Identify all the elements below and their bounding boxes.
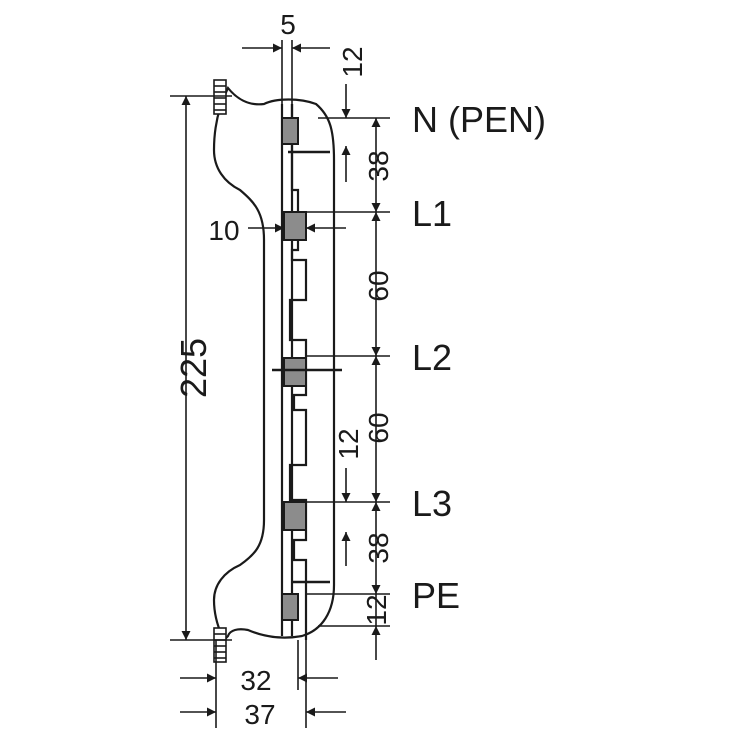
terminal-l1 [283, 211, 307, 241]
dimension-values: 225 5 12 38 10 60 60 12 38 12 32 37 [173, 9, 394, 730]
dim-5-value: 5 [280, 9, 296, 40]
terminals [272, 117, 342, 621]
terminal-l3 [283, 501, 307, 531]
label-l1: L1 [412, 193, 452, 234]
dim-60-lower-value: 60 [363, 412, 394, 443]
dim-38-top-value: 38 [363, 150, 394, 181]
label-pe: PE [412, 575, 460, 616]
terminal-pe [281, 593, 299, 621]
dim-32-value: 32 [240, 665, 271, 696]
dimension-lines [170, 40, 390, 728]
terminal-l2 [283, 357, 307, 387]
dim-12-top-value: 12 [337, 46, 368, 77]
label-n-pen: N (PEN) [412, 99, 546, 140]
dim-12-mid-value: 12 [333, 428, 364, 459]
dim-225-value: 225 [173, 338, 214, 398]
mount-clip-top [213, 79, 227, 115]
dim-60-upper-value: 60 [363, 270, 394, 301]
label-l3: L3 [412, 483, 452, 524]
terminal-n-pen [281, 117, 299, 145]
housing-outline [212, 85, 336, 642]
dim-10-value: 10 [208, 215, 239, 246]
label-l2: L2 [412, 337, 452, 378]
dim-12-bottom-value: 12 [361, 594, 392, 625]
conductor-labels: N (PEN) L1 L2 L3 PE [412, 99, 546, 616]
dim-37-value: 37 [244, 699, 275, 730]
dim-38-bottom-value: 38 [363, 532, 394, 563]
